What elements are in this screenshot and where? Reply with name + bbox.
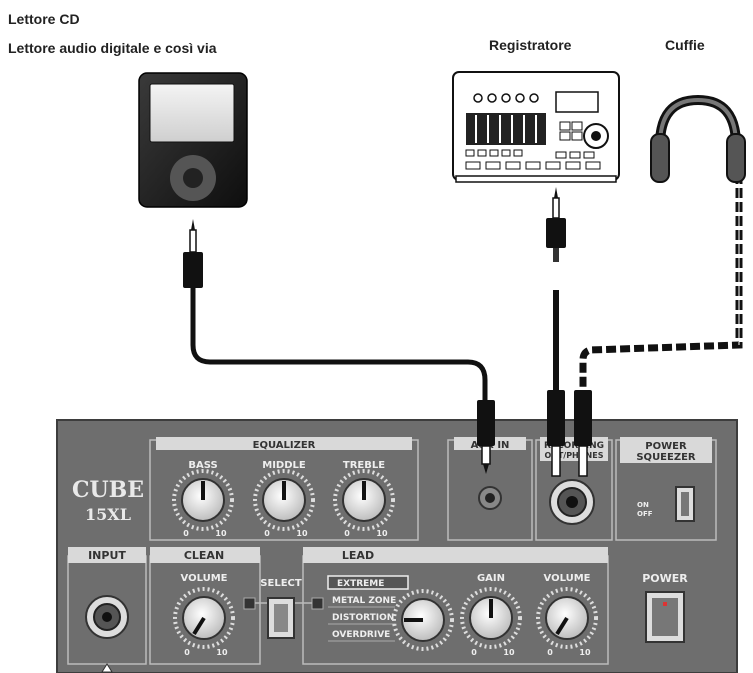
lead-volume-max: 10 [579,648,591,657]
headphones-cable [579,160,743,395]
lead-label: LEAD [342,549,374,562]
headphones-device [650,94,746,183]
treble-knob[interactable] [333,469,395,531]
treble-min: 0 [344,529,350,538]
clean-volume-knob[interactable] [173,587,235,649]
aux-cable [190,288,488,400]
bass-min: 0 [183,529,189,538]
switch-off-label: OFF [637,510,653,518]
headphones-label: Cuffie [665,37,705,53]
lead-volume-min: 0 [547,648,553,657]
treble-max: 10 [376,529,388,538]
digital-player-label: Lettore audio digitale e così via [8,40,217,56]
select-button[interactable] [267,597,295,639]
gain-knob[interactable] [460,587,522,649]
aux-in-jack[interactable] [478,486,502,510]
clean-volume-min: 0 [184,648,190,657]
rec-out-plug-right [574,390,592,477]
gain-label: GAIN [477,573,505,584]
mode-overdrive: OVERDRIVE [332,630,390,640]
power-label: POWER [642,572,688,585]
gain-min: 0 [471,648,477,657]
recorder-plug [546,187,566,262]
aux-in-plug [477,400,495,474]
recorder-label: Registratore [489,37,572,53]
treble-label: TREBLE [343,460,385,471]
audio-player-device [138,72,248,208]
middle-label: MIDDLE [262,460,306,471]
rec-out-label-1: RECORDING [544,441,604,451]
mode-extreme: EXTREME [337,579,384,589]
power-squeezer-switch[interactable] [675,486,695,522]
clean-volume-label: VOLUME [181,573,228,584]
recorder-device [452,71,620,183]
lead-led [311,597,324,610]
amp-panel: CUBE 15XL EQUALIZER BASS MIDDLE TREBLE 0… [56,419,738,673]
player-plug [183,219,203,288]
clean-volume-max: 10 [216,648,228,657]
bass-max: 10 [215,529,227,538]
power-squeezer-label-2: SQUEEZER [636,452,696,463]
mode-metal-zone: METAL ZONE [332,596,396,606]
middle-max: 10 [296,529,308,538]
input-label: INPUT [88,549,126,562]
power-squeezer-label-1: POWER [645,441,687,452]
lead-volume-label: VOLUME [544,573,591,584]
rec-out-jack[interactable] [549,479,595,525]
middle-min: 0 [264,529,270,538]
select-label: SELECT [260,578,302,589]
mode-distortion: DISTORTION [332,613,394,623]
middle-knob[interactable] [253,469,315,531]
switch-on-label: ON [637,501,649,509]
lead-mode-knob[interactable] [392,589,454,651]
mode-extreme-box [327,575,409,590]
input-arrow-icon [101,663,113,673]
bass-label: BASS [188,460,217,471]
clean-label: CLEAN [184,549,224,562]
amp-model: 15XL [85,505,131,524]
gain-max: 10 [503,648,515,657]
clean-led [243,597,256,610]
cd-player-label: Lettore CD [8,11,80,27]
amp-brand: CUBE [72,477,144,503]
eq-label: EQUALIZER [253,440,316,451]
rec-out-label-2: OUT/PHONES [545,451,604,460]
input-jack[interactable] [85,595,129,639]
rec-out-plug-left [547,390,565,477]
power-switch[interactable] [645,591,685,643]
lead-volume-knob[interactable] [536,587,598,649]
bass-knob[interactable] [172,469,234,531]
